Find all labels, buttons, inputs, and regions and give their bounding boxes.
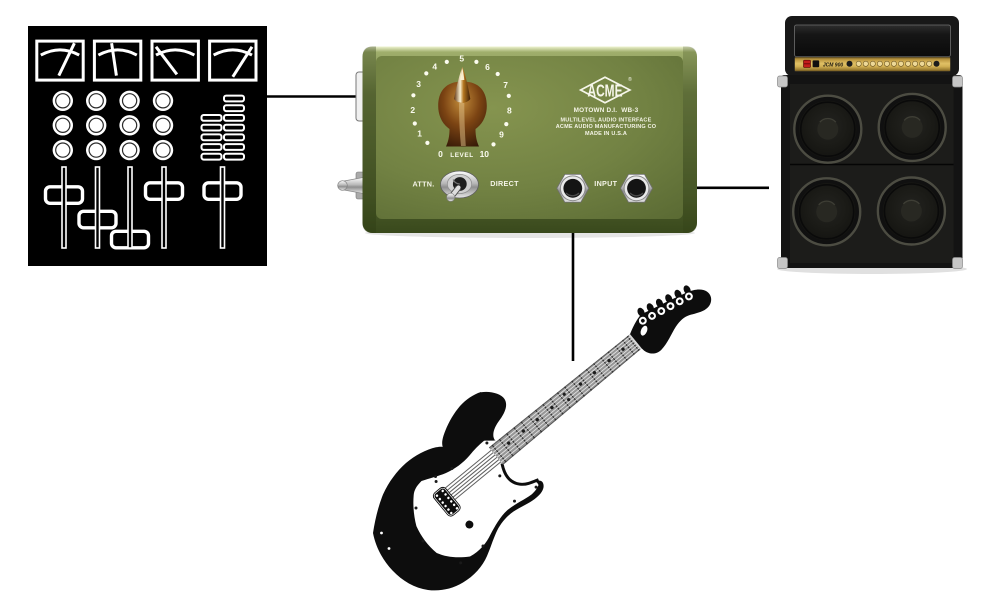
svg-text:LEVEL: LEVEL: [450, 152, 474, 159]
svg-text:3: 3: [416, 79, 421, 89]
svg-text:ATTN.: ATTN.: [412, 180, 434, 189]
svg-text:MULTILEVEL AUDIO INTERFACE: MULTILEVEL AUDIO INTERFACE: [561, 118, 652, 124]
svg-text:JCM 900: JCM 900: [823, 62, 844, 68]
svg-text:8: 8: [507, 106, 512, 116]
svg-text:MADE IN U.S.A: MADE IN U.S.A: [585, 131, 627, 137]
svg-text:2: 2: [410, 105, 415, 115]
svg-text:MOTOWN D.I. WB-3: MOTOWN D.I. WB-3: [574, 107, 639, 114]
svg-text:4: 4: [432, 62, 437, 72]
svg-text:1: 1: [417, 128, 422, 138]
svg-text:7: 7: [503, 80, 508, 90]
svg-text:5: 5: [459, 53, 464, 63]
svg-text:INPUT: INPUT: [594, 179, 617, 188]
svg-text:DIRECT: DIRECT: [490, 179, 519, 188]
svg-text:10: 10: [480, 149, 490, 159]
svg-text:6: 6: [485, 62, 490, 72]
svg-text:ACME AUDIO MANUFACTURING CO: ACME AUDIO MANUFACTURING CO: [556, 124, 657, 130]
svg-text:9: 9: [499, 129, 504, 139]
svg-text:®: ®: [628, 76, 632, 83]
svg-text:ACME: ACME: [588, 80, 623, 100]
svg-text:0: 0: [438, 149, 443, 159]
